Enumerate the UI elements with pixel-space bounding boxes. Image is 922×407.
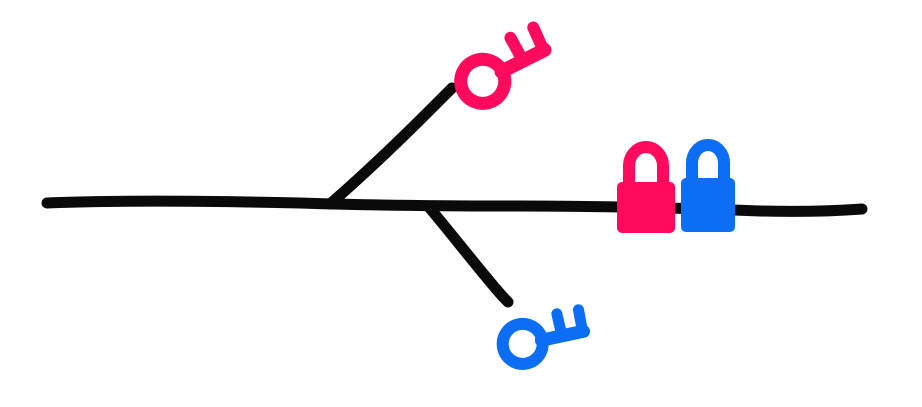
lock-icon-blue — [681, 139, 735, 232]
lock-icon-pink — [617, 141, 675, 233]
key-icon-blue — [496, 304, 591, 370]
key-icon-pink — [454, 21, 552, 110]
main-horizontal-line — [41, 195, 868, 217]
upper-branch-line — [324, 82, 458, 210]
lower-branch-line — [422, 200, 514, 308]
